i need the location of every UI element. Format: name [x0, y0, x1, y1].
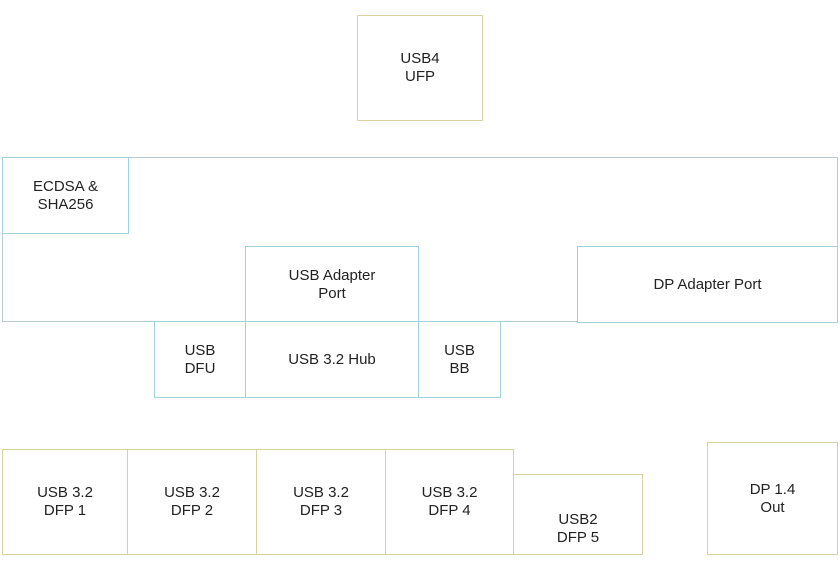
usb-hub-label: USB 3.2 Hub	[288, 350, 376, 368]
usb32-dfp3-block: USB 3.2 DFP 3	[256, 449, 386, 555]
usb32-dfp1-block: USB 3.2 DFP 1	[2, 449, 128, 555]
usb32-dfp3-label: USB 3.2 DFP 3	[293, 484, 349, 519]
usb32-dfp4-label: USB 3.2 DFP 4	[421, 484, 478, 519]
usb32-dfp1-label: USB 3.2 DFP 1	[37, 484, 93, 519]
dp-out-block: DP 1.4 Out	[707, 442, 838, 555]
dp-adapter-port-label: DP Adapter Port	[653, 275, 762, 293]
dp-out-label: DP 1.4 Out	[749, 480, 796, 516]
usb2-dfp5-block: USB2 DFP 5	[513, 474, 643, 555]
ecdsa-sha256-label: ECDSA & SHA256	[32, 177, 99, 213]
usb-bb-label: USB BB	[444, 341, 475, 377]
usb2-dfp5-label: USB2 DFP 5	[556, 510, 600, 546]
usb-adapter-port-block: USB Adapter Port	[245, 246, 419, 323]
usb-adapter-port-label: USB Adapter Port	[288, 266, 376, 302]
usb-hub-block: USB 3.2 Hub	[245, 321, 419, 398]
usb32-dfp4-block: USB 3.2 DFP 4	[385, 449, 514, 555]
usb32-dfp2-label: USB 3.2 DFP 2	[164, 484, 220, 519]
usb-bb-block: USB BB	[418, 321, 501, 398]
usb32-dfp2-block: USB 3.2 DFP 2	[127, 449, 257, 555]
usb4-ufp-label: USB4 UFP	[400, 50, 440, 85]
usb-dfu-label: USB DFU	[184, 341, 216, 377]
dp-adapter-port-block: DP Adapter Port	[577, 246, 838, 323]
usb4-ufp-block: USB4 UFP	[357, 15, 483, 121]
usb-dfu-block: USB DFU	[154, 321, 246, 398]
ecdsa-sha256-block: ECDSA & SHA256	[2, 157, 129, 234]
